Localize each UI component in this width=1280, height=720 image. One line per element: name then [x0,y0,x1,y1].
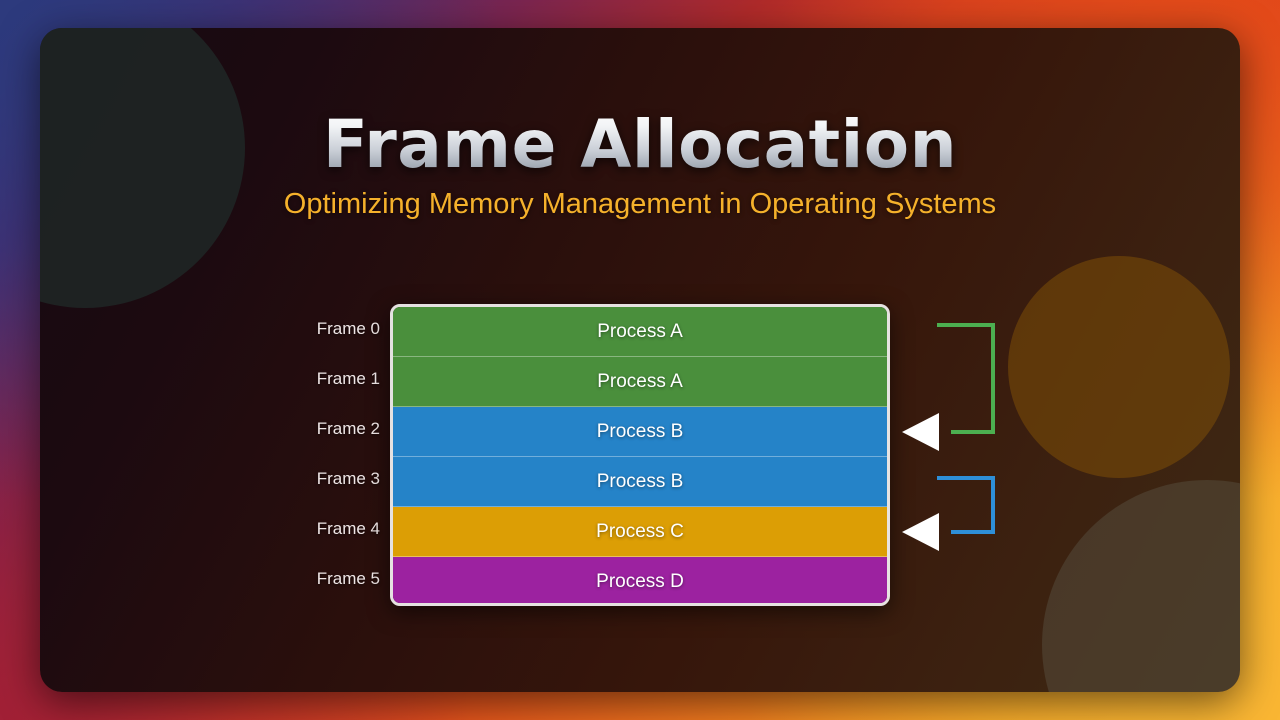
frame-row: Process B [393,457,887,507]
frame-allocation-diagram: Frame 0 Frame 1 Frame 2 Frame 3 Frame 4 … [40,28,1240,692]
process-b-arrow-icon [902,513,939,551]
memory-frame-stack: Process A Process A Process B Process B … [390,304,890,606]
frame-row: Process A [393,357,887,407]
frame-label: Frame 1 [316,369,380,388]
frame-label: Frame 3 [316,469,380,488]
frame-row: Process A [393,307,887,357]
frame-label: Frame 2 [316,419,380,438]
process-a-bracket [937,323,995,434]
bracket-annotations [902,323,995,551]
process-a-arrow-icon [902,413,939,451]
frame-row: Process D [393,557,887,603]
frame-row: Process B [393,407,887,457]
slide-canvas: Frame Allocation Optimizing Memory Manag… [40,28,1240,692]
frame-label: Frame 4 [316,519,380,538]
frame-row: Process C [393,507,887,557]
process-b-bracket [937,476,995,534]
frame-label: Frame 5 [316,569,380,588]
frame-label-column: Frame 0 Frame 1 Frame 2 Frame 3 Frame 4 … [270,304,380,604]
page-subtitle: Optimizing Memory Management in Operatin… [283,188,997,220]
frame-label: Frame 0 [316,319,380,338]
page-title: Frame Allocation [40,106,1240,183]
